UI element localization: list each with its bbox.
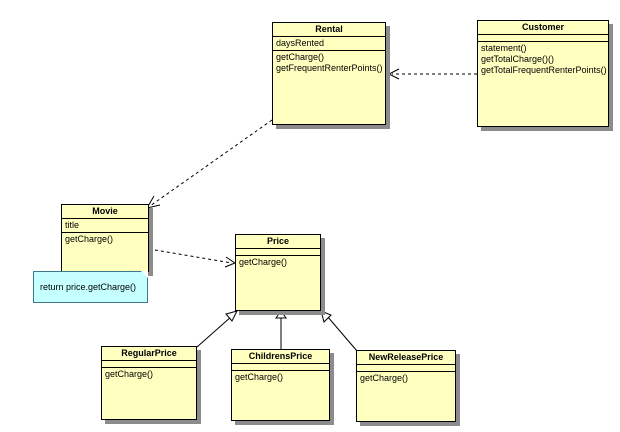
generalization-childrensprice-price — [275, 310, 287, 349]
generalization-newreleaseprice-price — [320, 310, 358, 352]
class-movie[interactable]: Movie title getCharge() — [61, 204, 149, 272]
operation: getTotalFrequentRenterPoints() — [481, 65, 607, 75]
attributes-section: title — [62, 219, 148, 233]
class-name: ChildrensPrice — [232, 350, 329, 364]
attributes-section — [478, 35, 608, 42]
operations-section: getCharge() — [232, 371, 329, 384]
class-name: Price — [236, 235, 320, 249]
class-childrensprice[interactable]: ChildrensPrice getCharge() — [231, 349, 330, 421]
operations-section: getCharge() — [102, 368, 196, 381]
attributes-section — [232, 364, 329, 371]
generalization-regularprice-price — [196, 310, 238, 348]
operations-section: statement() getTotalCharge()() getTotalF… — [478, 42, 608, 77]
dependency-rental-movie — [145, 119, 273, 209]
operations-section: getCharge() — [62, 233, 148, 246]
operation: getFrequentRenterPoints() — [276, 63, 383, 73]
operation: getCharge() — [105, 369, 154, 379]
attributes-section — [357, 365, 455, 372]
operation: getCharge() — [235, 372, 284, 382]
class-name: RegularPrice — [102, 347, 196, 361]
class-name: NewReleasePrice — [357, 351, 455, 365]
operation: getCharge() — [360, 373, 409, 383]
operation: statement() — [481, 43, 527, 53]
attributes-section — [102, 361, 196, 368]
class-regularprice[interactable]: RegularPrice getCharge() — [101, 346, 197, 420]
dependency-movie-price — [148, 248, 237, 268]
dependency-customer-rental — [387, 68, 477, 80]
operations-section: getCharge() getFrequentRenterPoints() — [273, 51, 385, 75]
note-text: return price.getCharge() — [40, 282, 137, 292]
class-customer[interactable]: Customer statement() getTotalCharge()() … — [477, 20, 609, 127]
attribute: daysRented — [276, 38, 325, 48]
class-price[interactable]: Price getCharge() — [235, 234, 321, 311]
attributes-section — [236, 249, 320, 256]
class-name: Movie — [62, 205, 148, 219]
operation: getTotalCharge()() — [481, 54, 555, 64]
operation: getCharge() — [276, 52, 325, 62]
operations-section: getCharge() — [357, 372, 455, 385]
class-newreleaseprice[interactable]: NewReleasePrice getCharge() — [356, 350, 456, 422]
operation: getCharge() — [239, 257, 288, 267]
operation: getCharge() — [65, 234, 114, 244]
attributes-section: daysRented — [273, 37, 385, 51]
note[interactable]: return price.getCharge() — [33, 271, 148, 303]
operations-section: getCharge() — [236, 256, 320, 269]
class-name: Rental — [273, 23, 385, 37]
attribute: title — [65, 220, 80, 230]
class-rental[interactable]: Rental daysRented getCharge() getFrequen… — [272, 22, 386, 125]
note-fold-corner — [141, 271, 148, 278]
class-name: Customer — [478, 21, 608, 35]
